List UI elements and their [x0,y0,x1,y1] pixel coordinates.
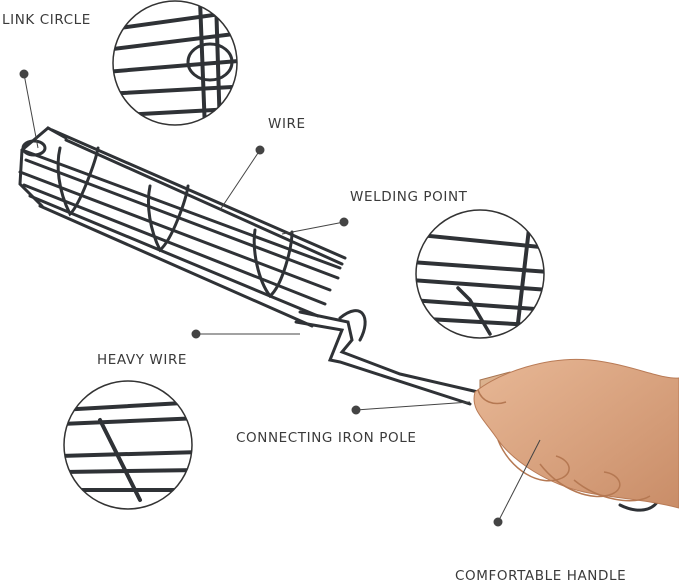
welding-point-marker [339,217,349,227]
connecting-iron-pole-label: CONNECTING IRON POLE [236,430,417,446]
heavy-wire-label: HEAVY WIRE [97,352,188,368]
zoom-link-circle [112,0,238,126]
wire-label: WIRE [268,116,306,132]
connecting-iron-pole-marker [351,405,361,415]
wire-marker [255,145,265,155]
link-circle-label: LINK CIRCLE [2,12,91,28]
zoom-welding-point [415,209,545,339]
wire-basket [18,126,347,328]
zoom-heavy-wire [63,380,193,510]
comfortable-handle-label: COMFORTABLE HANDLE [455,568,627,584]
hand [473,358,679,509]
heavy-wire-marker [191,329,201,339]
leader-lines [19,69,541,527]
comfortable-handle-marker [493,517,503,527]
link-circle-marker [19,69,29,79]
welding-point-label: WELDING POINT [350,189,468,205]
